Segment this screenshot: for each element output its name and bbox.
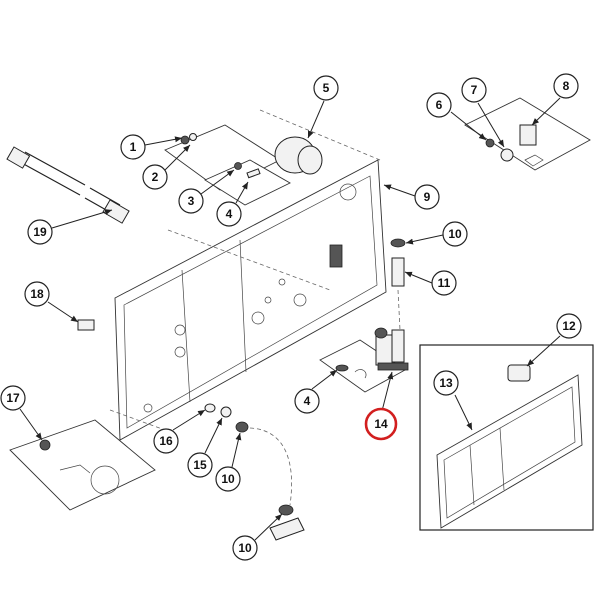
svg-text:10: 10 xyxy=(448,227,462,241)
callout-3[interactable]: 3 xyxy=(178,188,204,214)
svg-text:1: 1 xyxy=(130,140,137,154)
drain-hose-part-19 xyxy=(6,146,130,224)
svg-text:13: 13 xyxy=(439,376,453,390)
hardware-sheet-17 xyxy=(9,419,156,511)
callout-7[interactable]: 7 xyxy=(461,77,487,103)
callout-10-upper[interactable]: 10 xyxy=(442,221,468,247)
svg-text:16: 16 xyxy=(159,434,173,448)
callout-10-middle[interactable]: 10 xyxy=(215,466,241,492)
svg-text:8: 8 xyxy=(563,79,570,93)
callout-5[interactable]: 5 xyxy=(313,75,339,101)
callout-4-lower[interactable]: 4 xyxy=(294,388,320,414)
water-valve-part-14 xyxy=(374,327,409,371)
svg-text:19: 19 xyxy=(33,225,47,239)
bolt-part-18 xyxy=(77,319,95,331)
main-panel-part-9 xyxy=(114,159,387,441)
callout-2[interactable]: 2 xyxy=(142,164,168,190)
hose-parts-10-11 xyxy=(390,238,406,331)
svg-text:17: 17 xyxy=(6,391,20,405)
callout-14-highlighted[interactable]: 14 xyxy=(364,407,398,441)
hardware-sheet-6-8 xyxy=(464,97,591,171)
callout-15[interactable]: 15 xyxy=(187,452,213,478)
callout-1[interactable]: 1 xyxy=(120,134,146,160)
callout-18[interactable]: 18 xyxy=(24,281,50,307)
svg-text:6: 6 xyxy=(436,98,443,112)
callout-10-lower[interactable]: 10 xyxy=(232,535,258,561)
svg-text:2: 2 xyxy=(152,170,159,184)
svg-text:14: 14 xyxy=(374,417,388,431)
svg-text:3: 3 xyxy=(188,194,195,208)
pump-part-5 xyxy=(274,136,323,175)
svg-text:5: 5 xyxy=(323,81,330,95)
callout-12[interactable]: 12 xyxy=(556,313,582,339)
leader-lines xyxy=(19,97,561,541)
svg-text:10: 10 xyxy=(221,472,235,486)
callout-16[interactable]: 16 xyxy=(153,428,179,454)
callout-4[interactable]: 4 xyxy=(216,201,242,227)
washers xyxy=(204,403,305,541)
svg-text:18: 18 xyxy=(30,287,44,301)
svg-text:12: 12 xyxy=(562,319,576,333)
callout-6[interactable]: 6 xyxy=(426,92,452,118)
svg-text:4: 4 xyxy=(226,207,233,221)
svg-text:11: 11 xyxy=(438,276,451,290)
svg-text:9: 9 xyxy=(424,190,431,204)
callout-13[interactable]: 13 xyxy=(433,370,459,396)
callout-17[interactable]: 17 xyxy=(0,385,26,411)
svg-text:7: 7 xyxy=(471,83,478,97)
svg-text:15: 15 xyxy=(193,458,207,472)
svg-text:4: 4 xyxy=(304,394,311,408)
callout-19[interactable]: 19 xyxy=(27,219,53,245)
callout-9[interactable]: 9 xyxy=(414,184,440,210)
callout-11[interactable]: 11 xyxy=(431,270,457,296)
svg-text:10: 10 xyxy=(238,541,252,555)
callout-8[interactable]: 8 xyxy=(553,73,579,99)
